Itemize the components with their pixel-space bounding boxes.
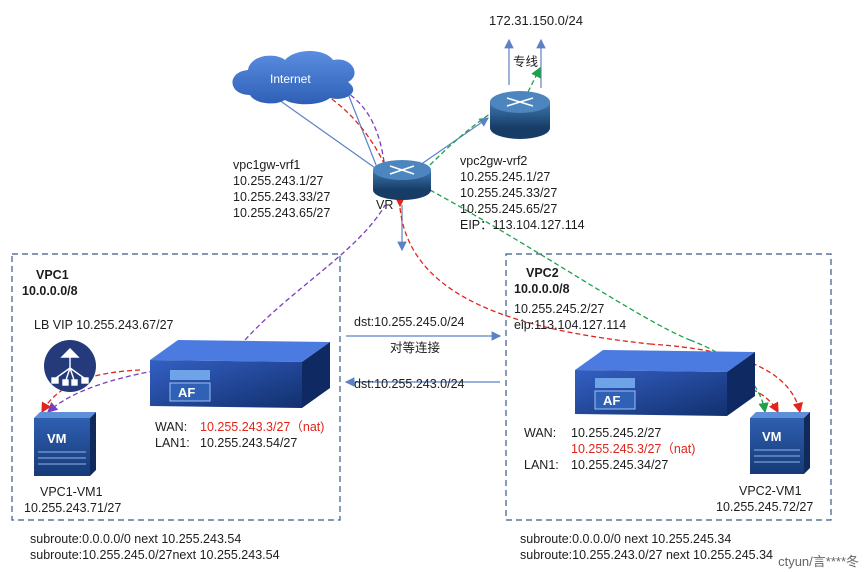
- load-balancer-icon: [44, 340, 96, 392]
- vpc2gw-ip-3: 10.255.245.65/27: [460, 202, 558, 216]
- vpc2-vm-icon: [750, 412, 810, 474]
- vpc2-boundary: [505, 253, 832, 521]
- vr-label: VR: [376, 198, 394, 212]
- vpc2-wan-ip: 10.255.245.2/27: [571, 426, 662, 440]
- vpc2-nat-ip: 10.255.245.3/27（nat): [571, 442, 696, 456]
- internet-label: Internet: [270, 72, 311, 86]
- vpc2-lan-ip: 10.255.245.34/27: [571, 458, 669, 472]
- vpc1-cidr: 10.0.0.0/8: [22, 284, 78, 298]
- vpc2gw-ip-1: 10.255.245.1/27: [460, 170, 551, 184]
- vr-router-icon: [373, 160, 431, 200]
- vpc1-lan-label: LAN1:: [155, 436, 190, 450]
- dedicated-line-label: 专线: [513, 55, 539, 69]
- watermark: ctyun/言****冬: [778, 554, 859, 569]
- vpc1gw-name: vpc1gw-vrf1: [233, 158, 301, 172]
- peering-label: 对等连接: [390, 341, 441, 355]
- vpc2-wan-label: WAN:: [524, 426, 557, 440]
- vpc2-vm-label: VM: [762, 429, 782, 444]
- vpc1-subroute-2: subroute:10.255.245.0/27next 10.255.243.…: [30, 548, 280, 562]
- vpc1-boundary: [11, 253, 341, 521]
- peering-dst-left: dst:10.255.243.0/24: [354, 377, 465, 391]
- vpc1gw-ip-3: 10.255.243.65/27: [233, 206, 331, 220]
- vpc1-vm-icon: [34, 412, 96, 476]
- internet-cloud: [232, 51, 355, 105]
- vpc2gw-ip-2: 10.255.245.33/27: [460, 186, 558, 200]
- vpc2-subroute-2: subroute:10.255.243.0/27 next 10.255.245…: [520, 548, 773, 562]
- vpc2-eip: eip:113.104.127.114: [514, 318, 627, 332]
- vpc2-vm-name: VPC2-VM1: [739, 484, 802, 498]
- vpc1-af-label: AF: [178, 385, 195, 400]
- vpc1-name: VPC1: [36, 268, 69, 282]
- vpc2-af-appliance-icon: [575, 350, 755, 416]
- vpc2-lan-label: LAN1:: [524, 458, 559, 472]
- vpc2-cidr: 10.0.0.0/8: [514, 282, 570, 296]
- vpc1-vm-name: VPC1-VM1: [40, 485, 103, 499]
- vpc1-vm-label: VM: [47, 431, 67, 446]
- vpc1-wan-ip: 10.255.243.3/27（nat): [200, 420, 325, 434]
- vpc2-af-label: AF: [603, 393, 620, 408]
- vpc1-af-appliance-icon: [150, 340, 330, 408]
- dedicated-line-network: 172.31.150.0/24: [489, 13, 583, 28]
- vpc2-ip: 10.255.245.2/27: [514, 302, 605, 316]
- vpc2gw-eip: EIP：113.104.127.114: [460, 218, 585, 232]
- vpc1-vm-ip: 10.255.243.71/27: [24, 501, 122, 515]
- vpc1-lb-vip: LB VIP 10.255.243.67/27: [34, 318, 174, 332]
- peering-dst-right: dst:10.255.245.0/24: [354, 315, 465, 329]
- vpc2gw-name: vpc2gw-vrf2: [460, 154, 528, 168]
- vpc2-vm-ip: 10.255.245.72/27: [716, 500, 814, 514]
- vpc1-lan-ip: 10.255.243.54/27: [200, 436, 298, 450]
- edge-router-icon: [490, 91, 550, 139]
- vpc1-wan-label: WAN:: [155, 420, 188, 434]
- vpc2-subroute-1: subroute:0.0.0.0/0 next 10.255.245.34: [520, 532, 732, 546]
- vpc2-name: VPC2: [526, 266, 559, 280]
- vpc1-subroute-1: subroute:0.0.0.0/0 next 10.255.243.54: [30, 532, 242, 546]
- vpc1gw-ip-2: 10.255.243.33/27: [233, 190, 331, 204]
- vpc1gw-ip-1: 10.255.243.1/27: [233, 174, 324, 188]
